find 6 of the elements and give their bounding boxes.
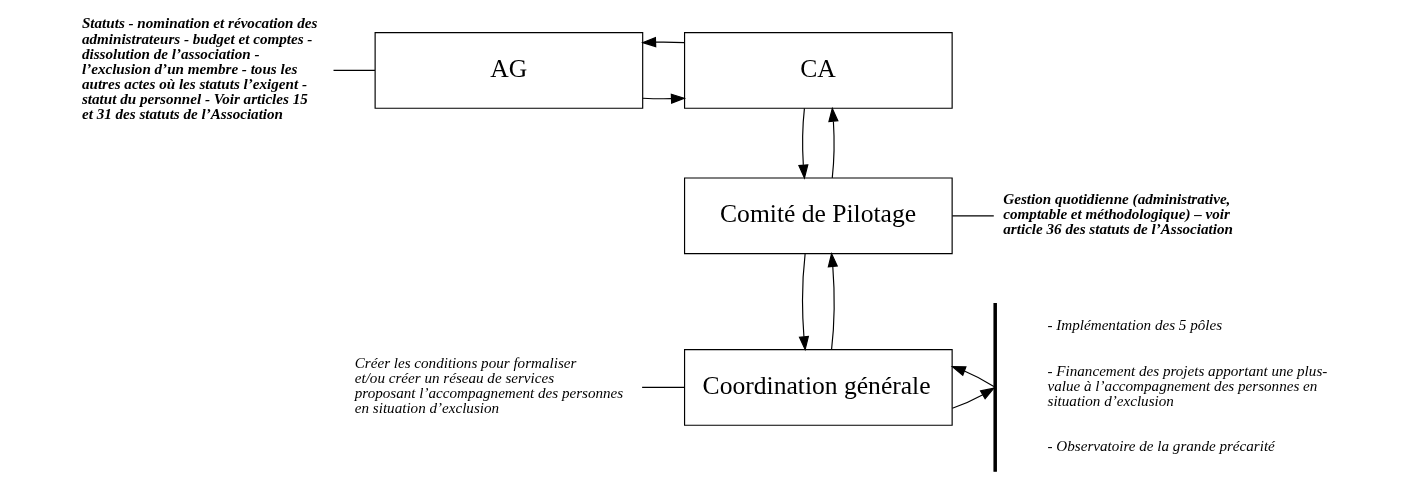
node-text: Statuts - nomination et révocation des administrateurs - budget et comptes - dissolution de l’association - l’exclusion d’un membre - tous les autres actes où les statuts l’exigent - statut du personnel - Voir articles 15 et 31 des statuts de l’Association xyxy=(81,15,317,123)
node-label: - Observatoire de la grande précarité xyxy=(1047,438,1275,455)
node-text: Gestion quotidienne (administrative, comptable et méthodologique) – voir article 36 des statuts de l’Association xyxy=(1002,191,1233,238)
node-text: Créer les conditions pour formaliser et/ou créer un réseau de services proposant l’accompagnement des personnes en situation d’exclusion xyxy=(354,355,623,417)
node-label: - Implémentation des 5 pôles xyxy=(1047,317,1222,334)
node-label: - Financement des projets apportant une plus-value à l’accompagnement des personnes en situation d’exclusion xyxy=(1047,362,1327,409)
